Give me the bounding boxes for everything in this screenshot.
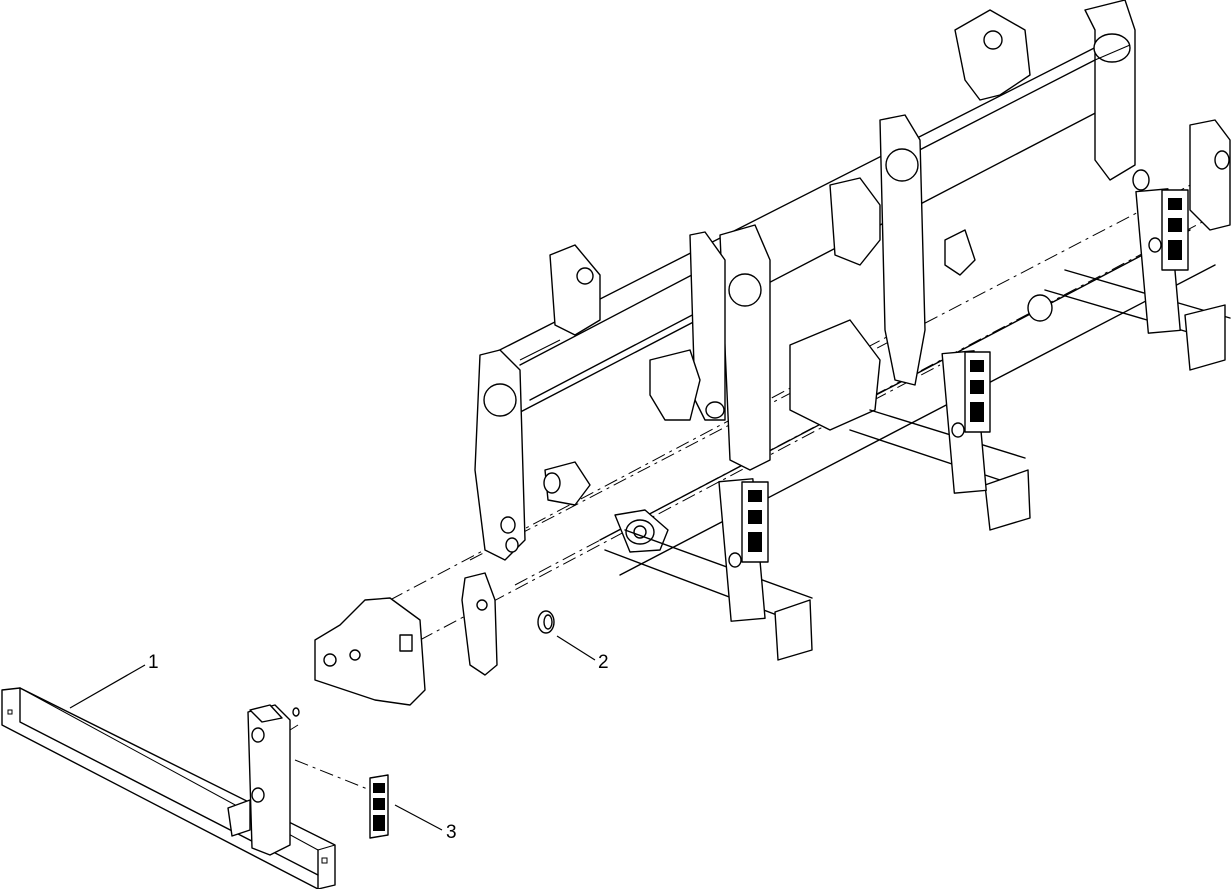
callout-2-label: 2 xyxy=(598,652,609,673)
front-left-bracket xyxy=(314,572,498,706)
callout-2: 2 xyxy=(556,635,609,673)
decal-part xyxy=(294,759,389,839)
callout-3-label: 3 xyxy=(446,822,457,843)
shank-assembly-2 xyxy=(849,350,1031,531)
rear-right-plate xyxy=(1132,119,1231,231)
middle-pivot-bracket xyxy=(689,114,926,471)
snap-ring-part xyxy=(537,610,555,634)
callout-1: 1 xyxy=(69,652,159,709)
left-main-plate xyxy=(474,244,601,561)
shank-assembly-3 xyxy=(604,478,813,661)
shank-assembly-1 xyxy=(1044,188,1231,371)
callout-1-label: 1 xyxy=(148,652,159,673)
callout-3: 3 xyxy=(394,804,457,843)
rear-upper-bracket xyxy=(954,0,1136,181)
front-shank-assembly-part xyxy=(1,687,336,889)
